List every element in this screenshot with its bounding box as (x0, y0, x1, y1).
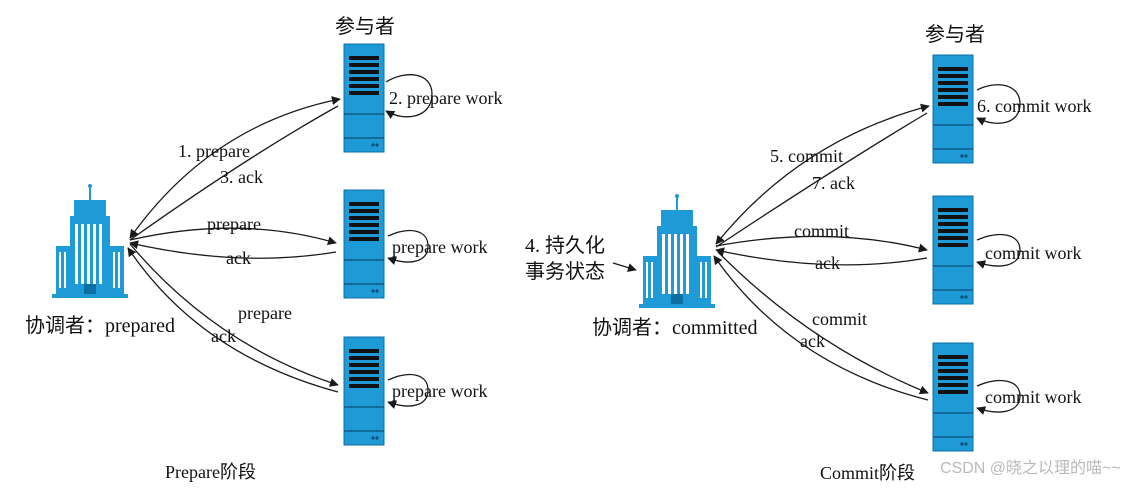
phase1-label-s2-work: prepare work (392, 237, 487, 257)
phase1-arrow-prepare-2 (129, 227, 337, 246)
phase2-persist-note-line2: 事务状态 (525, 260, 605, 283)
phase2-label-s2-req: commit (794, 221, 849, 241)
phase2-coordinator-label: 协调者：committed (592, 316, 758, 339)
phase2-phase-label: Commit阶段 (820, 463, 915, 483)
phase1-label-s1-req: 1. prepare (178, 141, 250, 161)
phase1-participants-label: 参与者 (335, 15, 395, 38)
phase2-self-loop-1 (976, 84, 1021, 126)
phase2-label-s1-req: 5. commit (770, 146, 843, 166)
phase1-arrow-prepare-1 (129, 96, 341, 239)
watermark: CSDN @晓之以理的喵~~ (940, 459, 1121, 477)
phase1-label-s3-work: prepare work (392, 381, 487, 401)
phase1-phase-label: Prepare阶段 (165, 462, 256, 482)
phase2-arrow-ack-2 (715, 247, 928, 266)
phase1-arrow-prepare-3 (129, 243, 339, 387)
phase2-arrow-commit-2 (715, 235, 928, 253)
phase2-label-s3-req: commit (812, 309, 867, 329)
phase2-label-s2-ack: ack (815, 253, 840, 273)
phase1-label-s3-ack: ack (211, 326, 236, 346)
phase1-label-s2-ack: ack (226, 248, 251, 268)
phase2-label-s3-work: commit work (985, 387, 1082, 407)
phase1-arrow-ack-3 (127, 247, 339, 393)
phase1-label-s3-req: prepare (238, 303, 292, 323)
phase2-label-s2-work: commit work (985, 243, 1082, 263)
phase2-label-s1-work: 6. commit work (977, 96, 1092, 116)
phase2-persist-note-line1: 4. 持久化 (525, 234, 605, 257)
phase1-self-loop-1 (385, 74, 433, 119)
phase2-self-loop-3 (976, 379, 1021, 415)
phase2-server-3 (932, 342, 974, 452)
phase2-arrow-ack-1 (715, 112, 928, 248)
phase2-arrow-commit-3 (717, 251, 929, 395)
phase1-arrow-ack-2 (129, 240, 337, 259)
phase2-server-2 (932, 195, 974, 305)
phase2-coordinator-building-icon (638, 193, 716, 309)
phase1-self-loop-3 (387, 373, 429, 409)
phase2-arrow-commit-1 (715, 103, 930, 245)
phase1-coordinator-building-icon (51, 183, 129, 299)
phase2-persist-arrow (612, 262, 637, 272)
phase1-label-s2-req: prepare (207, 214, 261, 234)
phase2-server-1 (932, 54, 974, 164)
phase1-self-loop-2 (387, 229, 429, 265)
phase1-coordinator-label: 协调者：prepared (25, 314, 175, 337)
phase1-arrow-ack-1 (129, 105, 339, 241)
phase1-server-3 (343, 336, 385, 446)
phase2-arrow-ack-3 (713, 255, 929, 401)
phase2-label-s3-ack: ack (800, 331, 825, 351)
phase1-server-1 (343, 43, 385, 153)
phase2-self-loop-2 (976, 233, 1021, 269)
phase1-server-2 (343, 189, 385, 299)
phase2-participants-label: 参与者 (925, 23, 985, 46)
phase1-label-s1-ack: 3. ack (220, 167, 263, 187)
phase2-label-s1-ack: 7. ack (812, 173, 855, 193)
phase1-label-s1-work: 2. prepare work (389, 88, 502, 108)
